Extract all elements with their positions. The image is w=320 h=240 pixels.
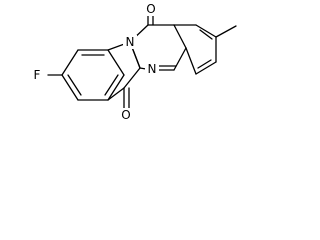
- bond: [107, 74, 125, 101]
- bond: [185, 47, 197, 75]
- bond: [107, 87, 125, 101]
- bond: [61, 49, 79, 76]
- oxygen-bottom-atom: O: [119, 108, 133, 122]
- oxygen-top-atom: O: [144, 2, 158, 16]
- fluorine-atom: F: [30, 68, 44, 82]
- bond: [215, 25, 237, 38]
- molecule-structure: O N N O F: [30, 2, 237, 122]
- bond: [67, 74, 82, 96]
- bond: [104, 74, 119, 96]
- nitrogen-imine-atom: N: [145, 62, 159, 76]
- nitrogen-junction-label: N: [126, 35, 135, 49]
- bond: [61, 74, 79, 101]
- oxygen-top-label: O: [146, 2, 155, 16]
- bond: [173, 47, 187, 71]
- atom-labels: O N N O F: [30, 2, 159, 122]
- bond: [195, 61, 217, 75]
- bond: [107, 49, 125, 76]
- bond: [195, 24, 217, 38]
- bond: [173, 24, 187, 49]
- bond: [197, 59, 212, 69]
- nitrogen-imine-label: N: [148, 62, 157, 76]
- bond: [199, 29, 213, 40]
- nitrogen-junction-atom: N: [123, 35, 137, 49]
- bond-layer: [47, 13, 237, 111]
- oxygen-bottom-label: O: [121, 108, 130, 122]
- bond: [123, 67, 141, 89]
- fluorine-label: F: [34, 68, 41, 82]
